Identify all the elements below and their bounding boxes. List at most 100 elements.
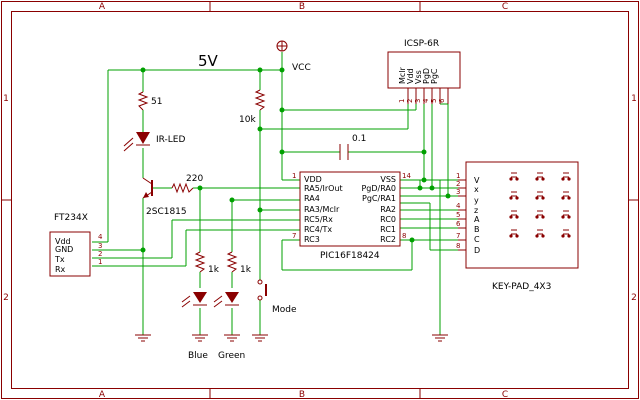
resistor-220-value: 220 <box>186 174 203 184</box>
frame-col-b-bottom: B <box>299 390 305 400</box>
frame-col-c-bottom: C <box>502 390 508 400</box>
capacitor-value: 0.1 <box>352 134 366 144</box>
mcu-right-pin: PgD/RA0 <box>361 184 396 193</box>
icsp-pin-num: 4 <box>422 98 430 103</box>
resistor-1k-blue: 1k <box>194 251 220 275</box>
vcc-symbol <box>276 40 288 52</box>
green-led: Green <box>213 292 245 361</box>
keypad-switch-icon <box>509 191 519 200</box>
vcc-label: VCC <box>292 63 311 73</box>
keypad-pin-name: y <box>474 196 479 205</box>
keypad-pin-name: B <box>474 225 480 234</box>
frame-row-2-left: 2 <box>3 293 9 303</box>
ground-icon <box>192 334 208 342</box>
ft234x-connector: FT234X Vdd GND Tx Rx 4 3 2 1 <box>49 213 103 277</box>
ir-led: IR-LED <box>123 132 185 152</box>
keypad-ref: KEY-PAD_4X3 <box>492 282 551 292</box>
mcu-right-pin: PgC/RA1 <box>362 194 396 203</box>
icsp-pin-name: Vdd <box>406 68 415 84</box>
mcu-right-pin: RA2 <box>380 205 396 214</box>
keypad-pin-num: 8 <box>456 242 460 250</box>
keypad-pin-name: V <box>474 176 480 185</box>
green-led-label: Green <box>218 351 245 361</box>
resistor-51-value: 51 <box>151 97 162 107</box>
ft234x-pin-name: GND <box>55 245 73 254</box>
keypad-4x3: KEY-PAD_4X3 V x y z A B C D 1 2 3 4 5 6 … <box>456 161 579 292</box>
icsp-ref: ICSP-6R <box>404 39 439 49</box>
frame-col-b-top: B <box>299 2 305 12</box>
keypad-pin-num: 7 <box>456 232 460 240</box>
keypad-switch-icon <box>535 172 545 181</box>
mcu-left-pin: RC5/Rx <box>304 215 333 224</box>
mcu-pin-num: 8 <box>402 232 406 240</box>
keypad-switch-icon <box>561 191 571 200</box>
mode-switch-label: Mode <box>272 305 297 315</box>
mcu-ref: PIC16F18424 <box>320 251 380 261</box>
resistor-10k-value: 10k <box>239 115 256 125</box>
capacitor-0-1: 0.1 <box>339 134 366 160</box>
icsp-pin-name: Vss <box>414 70 423 84</box>
resistor-220: 220 <box>171 174 203 194</box>
ft234x-pin-num: 2 <box>98 250 102 258</box>
keypad-switch-icon <box>509 172 519 181</box>
mcu-left-pin: RA3/Mclr <box>304 205 340 214</box>
mcu-left-pin: RC3 <box>304 235 320 244</box>
ir-led-label: IR-LED <box>156 135 185 145</box>
resistor-1k-green-value: 1k <box>240 265 252 275</box>
ft234x-pin-name: Tx <box>54 255 65 264</box>
keypad-switch-grid <box>509 172 571 238</box>
blue-led-label: Blue <box>188 351 208 361</box>
ft234x-pin-name: Vdd <box>55 237 71 246</box>
ft234x-pin-num: 4 <box>98 233 103 241</box>
keypad-pin-name: C <box>474 235 480 244</box>
icsp-pin-num: 6 <box>438 98 446 103</box>
mcu-left-pin: RA5/IrOut <box>304 184 343 193</box>
frame-row-2-right: 2 <box>631 293 637 303</box>
keypad-switch-icon <box>509 210 519 219</box>
keypad-pin-name: A <box>474 215 480 224</box>
ft234x-ref: FT234X <box>54 213 88 223</box>
mode-switch: Mode <box>257 279 297 315</box>
icsp-pin-num: 1 <box>398 99 406 103</box>
keypad-pin-name: z <box>474 206 478 215</box>
ground-icon <box>135 334 151 342</box>
junctions <box>140 67 451 253</box>
keypad-switch-icon <box>509 229 519 238</box>
ft234x-pin-name: Rx <box>55 265 66 274</box>
ground-icon <box>252 334 268 342</box>
resistor-51: 51 <box>137 91 162 111</box>
icsp-connector: ICSP-6R Mclr Vdd Vss PgD PgC 1 2 3 4 5 6 <box>387 39 461 104</box>
icsp-pin-name: PgC <box>430 68 439 84</box>
resistor-1k-green: 1k <box>226 251 252 275</box>
frame-col-c-top: C <box>502 2 508 12</box>
mcu-pin-num: 7 <box>292 232 296 240</box>
frame-row-1-left: 1 <box>3 94 9 104</box>
resistor-10k: 10k <box>239 89 266 125</box>
mcu-right-pin: RC0 <box>380 215 396 224</box>
keypad-switch-icon <box>535 210 545 219</box>
keypad-switch-icon <box>561 172 571 181</box>
icsp-pin-name: Mclr <box>398 66 407 84</box>
mcu-right-pin: VSS <box>380 175 396 184</box>
keypad-switch-icon <box>535 229 545 238</box>
keypad-pin-num: 3 <box>456 188 460 196</box>
wires <box>92 52 458 335</box>
keypad-pin-num: 4 <box>456 202 461 210</box>
keypad-switch-icon <box>561 229 571 238</box>
icsp-pin-num: 2 <box>406 99 414 103</box>
mcu-pin-num: 1 <box>292 172 296 180</box>
mcu-right-pin: RC1 <box>380 225 396 234</box>
icsp-pin-num: 3 <box>414 99 422 103</box>
net-5v-label: 5V <box>198 52 219 70</box>
frame-col-a-bottom: A <box>99 390 106 400</box>
resistor-1k-blue-value: 1k <box>208 265 220 275</box>
mcu-left-pin: VDD <box>304 175 322 184</box>
mcu-pic16f18424: 1 7 14 8 VDD RA5/IrOut RA4 RA3/Mclr RC5/… <box>292 171 411 261</box>
keypad-pin-name: x <box>474 185 479 194</box>
keypad-pin-num: 6 <box>456 220 461 228</box>
keypad-switch-icon <box>561 210 571 219</box>
ft234x-pin-num: 1 <box>98 258 102 266</box>
blue-led: Blue <box>181 292 208 361</box>
keypad-pin-num: 2 <box>456 180 460 188</box>
